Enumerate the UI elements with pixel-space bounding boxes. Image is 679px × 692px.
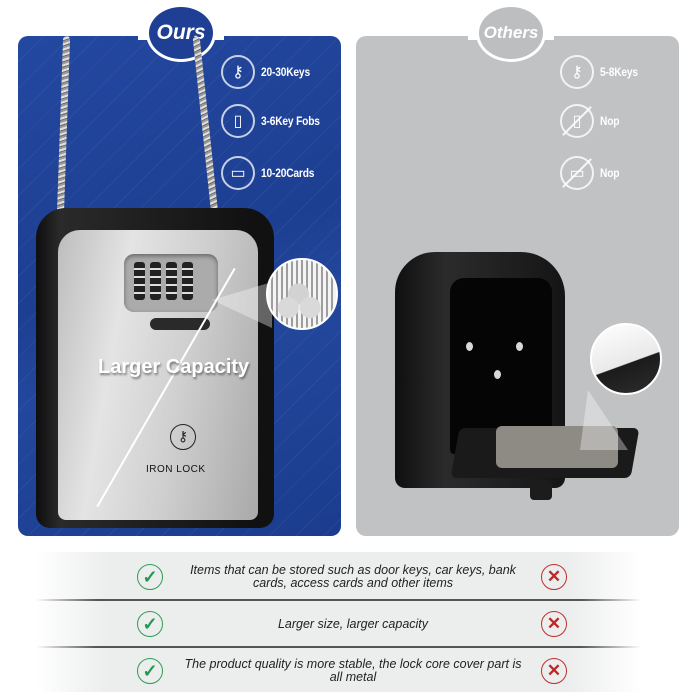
comparison-row: ✓ Larger size, larger capacity ✕ [36, 601, 641, 647]
zoom-cone [212, 282, 272, 328]
check-icon: ✓ [137, 564, 163, 590]
metal-detail-zoom [266, 258, 338, 330]
comparison-text: The product quality is more stable, the … [184, 657, 522, 684]
ours-feature-keys: ⚷ 20-30Keys [221, 55, 319, 89]
lockbox-handle [150, 318, 210, 330]
check-icon: ✓ [137, 611, 163, 637]
dial-wheel [150, 262, 161, 300]
cross-icon: ✕ [541, 658, 567, 684]
ours-feature-cards: ▭ 10-20Cards [221, 156, 324, 190]
ours-feature-fobs: ▯ 3-6Key Fobs [221, 104, 330, 138]
cross-icon: ✕ [541, 611, 567, 637]
comparison-text: Larger size, larger capacity [277, 616, 429, 631]
cards-crossed-icon: ▭ [560, 156, 594, 190]
comparison-table: ✓ Items that can be stored such as door … [36, 552, 641, 692]
others-knob [530, 480, 552, 500]
keys-icon: ⚷ [560, 55, 594, 89]
key-emblem-icon: ⚷ [170, 424, 196, 450]
feature-label: 3-6Key Fobs [261, 114, 320, 128]
mount-hole [516, 342, 523, 351]
feature-label: Nop [600, 114, 620, 128]
comparison-row: ✓ Items that can be stored such as door … [36, 554, 641, 600]
row-divider [36, 646, 641, 648]
keys-icon: ⚷ [221, 55, 255, 89]
others-plastic-plate [496, 426, 618, 468]
key-fob-crossed-icon: ▯ [560, 104, 594, 138]
key-fob-icon: ▯ [221, 104, 255, 138]
others-badge: Others [476, 4, 546, 62]
zoom-cone [580, 390, 628, 450]
feature-label: Nop [600, 166, 620, 180]
check-icon: ✓ [137, 658, 163, 684]
brand-label: IRON LOCK [146, 464, 206, 475]
others-feature-cards: ▭ Nop [560, 156, 623, 190]
cards-icon: ▭ [221, 156, 255, 190]
mount-hole [494, 370, 501, 379]
feature-label: 10-20Cards [261, 166, 315, 180]
plastic-detail-zoom [590, 323, 662, 395]
others-feature-keys: ⚷ 5-8Keys [560, 55, 645, 89]
dial-wheel [166, 262, 177, 300]
feature-label: 5-8Keys [600, 65, 638, 79]
comparison-text: Items that can be stored such as door ke… [190, 563, 516, 590]
cross-icon: ✕ [541, 564, 567, 590]
others-lockbox-interior [450, 278, 552, 454]
row-divider [36, 599, 641, 601]
comparison-row: ✓ The product quality is more stable, th… [36, 648, 641, 692]
dial-wheel [182, 262, 193, 300]
dial-wheel [134, 262, 145, 300]
mount-hole [466, 342, 473, 351]
others-feature-fobs: ▯ Nop [560, 104, 623, 138]
capacity-label: Larger Capacity [98, 356, 250, 378]
ours-badge: Ours [146, 4, 216, 62]
feature-label: 20-30Keys [261, 65, 310, 79]
